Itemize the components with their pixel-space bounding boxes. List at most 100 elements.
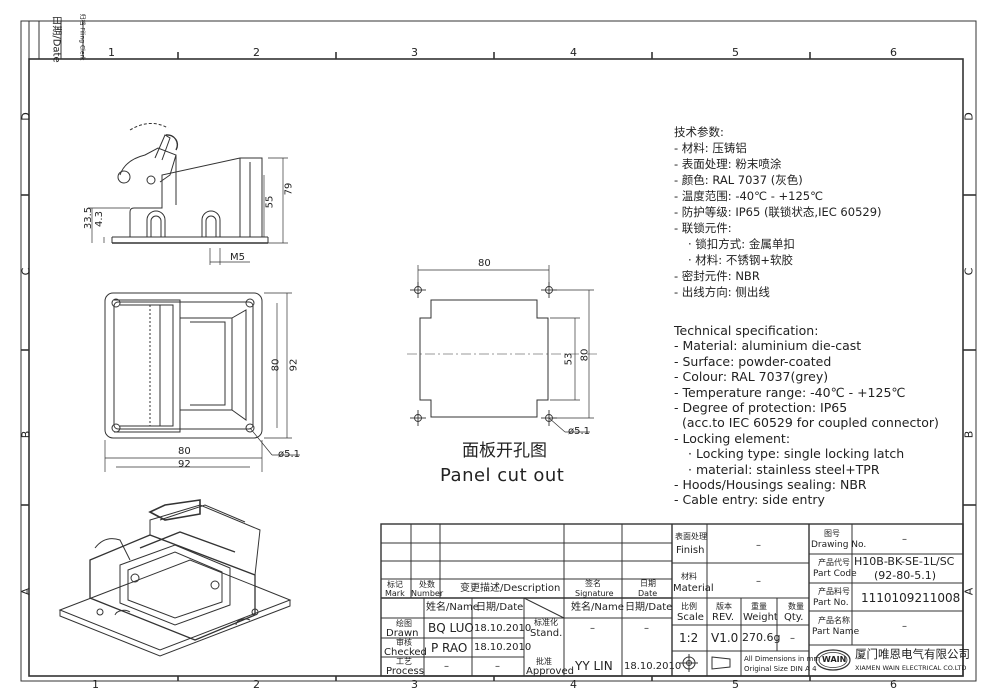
- zone-row-a: A: [19, 587, 33, 596]
- tb-scale-en: Scale: [677, 612, 704, 623]
- tb-rev-cn: 版本: [716, 602, 732, 611]
- spec-cn-line: - 联锁元件:: [674, 221, 732, 235]
- zone-row-b-right: B: [962, 430, 976, 439]
- zone-col-6-bottom: 6: [890, 678, 897, 691]
- tb-process-date: –: [495, 661, 500, 672]
- side-view-dims: [88, 157, 288, 265]
- top-view: [104, 292, 263, 439]
- projection-symbol-icon: [680, 654, 731, 672]
- tb-material-val: –: [756, 576, 761, 587]
- dim-top-h80: 80: [270, 358, 282, 372]
- zone-col-4: 4: [570, 46, 577, 59]
- spec-en-line: Technical specification:: [674, 323, 819, 338]
- tb-company-en: XIAMEN WAIN ELECTRICAL CO.LTD: [855, 664, 967, 672]
- tb-mark-en: Mark: [385, 589, 405, 598]
- tb-mark-cn: 标记: [387, 580, 403, 589]
- spec-en-line: - Cable entry: side entry: [674, 492, 825, 508]
- row-ticks: [21, 194, 976, 506]
- tb-sig-en: Signature: [575, 589, 614, 598]
- spec-cn-line: - 防护等级: IP65 (联锁状态,IEC 60529): [674, 205, 882, 219]
- tb-stand-cn: 标准化: [534, 618, 558, 627]
- spec-chinese: 技术参数: - 材料: 压铸铝 - 表面处理: 粉末喷涂 - 颜色: RAL 7…: [674, 124, 882, 300]
- zone-row-c-right: C: [962, 267, 976, 276]
- tb-process-en: Process: [386, 666, 424, 677]
- tb-part-code-en: Part Code: [813, 569, 857, 579]
- tb-scale-cn: 比例: [681, 602, 697, 611]
- zone-col-3: 3: [411, 46, 418, 59]
- tb-part-code-val1: H10B-BK-SE-1L/SC: [854, 555, 955, 568]
- dim-cutout-53: 53: [563, 352, 575, 366]
- tb-weight-val: 270.6g: [742, 631, 781, 644]
- dim-top-92: 92: [178, 459, 191, 470]
- dim-top-hole: ø5.1: [278, 449, 301, 460]
- outer-frame: [20, 20, 977, 682]
- zone-row-b: B: [19, 430, 33, 439]
- dim-55: 55: [264, 195, 276, 209]
- tb-company-cn: 厦门唯恩电气有限公司: [855, 647, 970, 661]
- tb-process-name: –: [444, 661, 449, 672]
- spec-cn-line: - 出线方向: 侧出线: [674, 285, 770, 299]
- dim-top-80: 80: [178, 446, 191, 457]
- tb-scale-val: 1:2: [679, 631, 699, 645]
- cutout-dims: [417, 265, 594, 433]
- zone-col-3-bottom: 3: [411, 678, 418, 691]
- wain-logo-icon: [815, 649, 851, 671]
- spec-cn-line: - 密封元件: NBR: [674, 269, 760, 283]
- dim-4-3: 4.3: [93, 211, 105, 227]
- tb-stand-en: Stand.: [530, 628, 563, 639]
- tb-date-en: Date: [638, 589, 658, 598]
- zone-col-2-bottom: 2: [253, 678, 260, 691]
- zone-col-1-bottom: 1: [92, 678, 99, 691]
- tb-qty-val: –: [790, 633, 795, 644]
- tb-drawing-no-val: –: [902, 534, 907, 545]
- tb-part-name-val: –: [902, 621, 907, 632]
- spec-english: Technical specification: - Material: alu…: [674, 323, 939, 508]
- cutout-caption-en: Panel cut out: [440, 465, 565, 486]
- sidebar-date-label: 日期/Date: [50, 15, 62, 63]
- column-ticks: [177, 52, 811, 681]
- dim-cutout-hole: ø5.1: [568, 426, 591, 437]
- tb-part-name-cn: 产品名称: [818, 616, 850, 625]
- tb-drawn-cn: 绘图: [396, 619, 412, 628]
- tb-stand-name: –: [590, 623, 595, 634]
- tb-number-en: Number: [411, 589, 444, 598]
- dim-79: 79: [283, 182, 295, 196]
- tb-part-code-cn: 产品代号: [818, 558, 850, 567]
- tb-rev-en: REV.: [712, 612, 734, 623]
- sidebar-clerk-label: 归档 Filing Clerk: [78, 13, 86, 61]
- dim-top-h92: 92: [288, 358, 300, 372]
- tb-drawn-name: BQ LUO: [428, 621, 474, 635]
- tb-logo-text: WAIN: [822, 655, 847, 664]
- spec-cn-line: - 温度范围: -40℃ - +125℃: [674, 189, 823, 203]
- dim-cutout-80: 80: [478, 258, 491, 269]
- tb-date-hdr-2: 日期/Date: [625, 602, 673, 613]
- tb-name-hdr: 姓名/Name: [426, 602, 479, 613]
- zone-col-1: 1: [108, 46, 115, 59]
- tb-rev-val: V1.0: [711, 631, 739, 645]
- tb-drawing-no-en: Drawing No.: [811, 540, 867, 550]
- spec-en-line: · material: stainless steel+TPR: [688, 461, 880, 477]
- tb-process-cn: 工艺: [396, 657, 412, 666]
- tb-part-no-cn: 产品料号: [818, 587, 850, 596]
- dim-cutout-h80: 80: [579, 348, 591, 362]
- spec-cn-line: - 材料: 压铸铝: [674, 141, 747, 155]
- tb-material-en: Material: [673, 583, 714, 594]
- tb-sig-cn: 签名: [585, 579, 601, 588]
- sidebar-clerk-box: [60, 20, 84, 60]
- spec-cn-line: · 锁扣方式: 金属单扣: [688, 237, 795, 251]
- tb-dims-note-1: All Dimensions in mm: [744, 655, 821, 663]
- tb-material-cn: 材料: [681, 572, 697, 581]
- spec-en-line: - Hoods/Housings sealing: NBR: [674, 476, 867, 492]
- tb-drawing-no-cn: 图号: [824, 529, 840, 538]
- tb-finish-cn: 表面处理: [675, 532, 707, 541]
- dim-m5: M5: [230, 252, 245, 263]
- zone-col-6: 6: [890, 46, 897, 59]
- tb-part-no-val: 1110109211008: [861, 591, 961, 605]
- spec-en-line: - Temperature range: -40℃ - +125℃: [674, 384, 906, 400]
- tb-stand-date: –: [644, 623, 649, 634]
- cutout-caption-cn: 面板开孔图: [462, 441, 547, 461]
- spec-en-line: - Degree of protection: IP65: [674, 399, 848, 415]
- dim-33-5: 33.5: [83, 206, 95, 230]
- tb-checked-name: P RAO: [431, 641, 468, 655]
